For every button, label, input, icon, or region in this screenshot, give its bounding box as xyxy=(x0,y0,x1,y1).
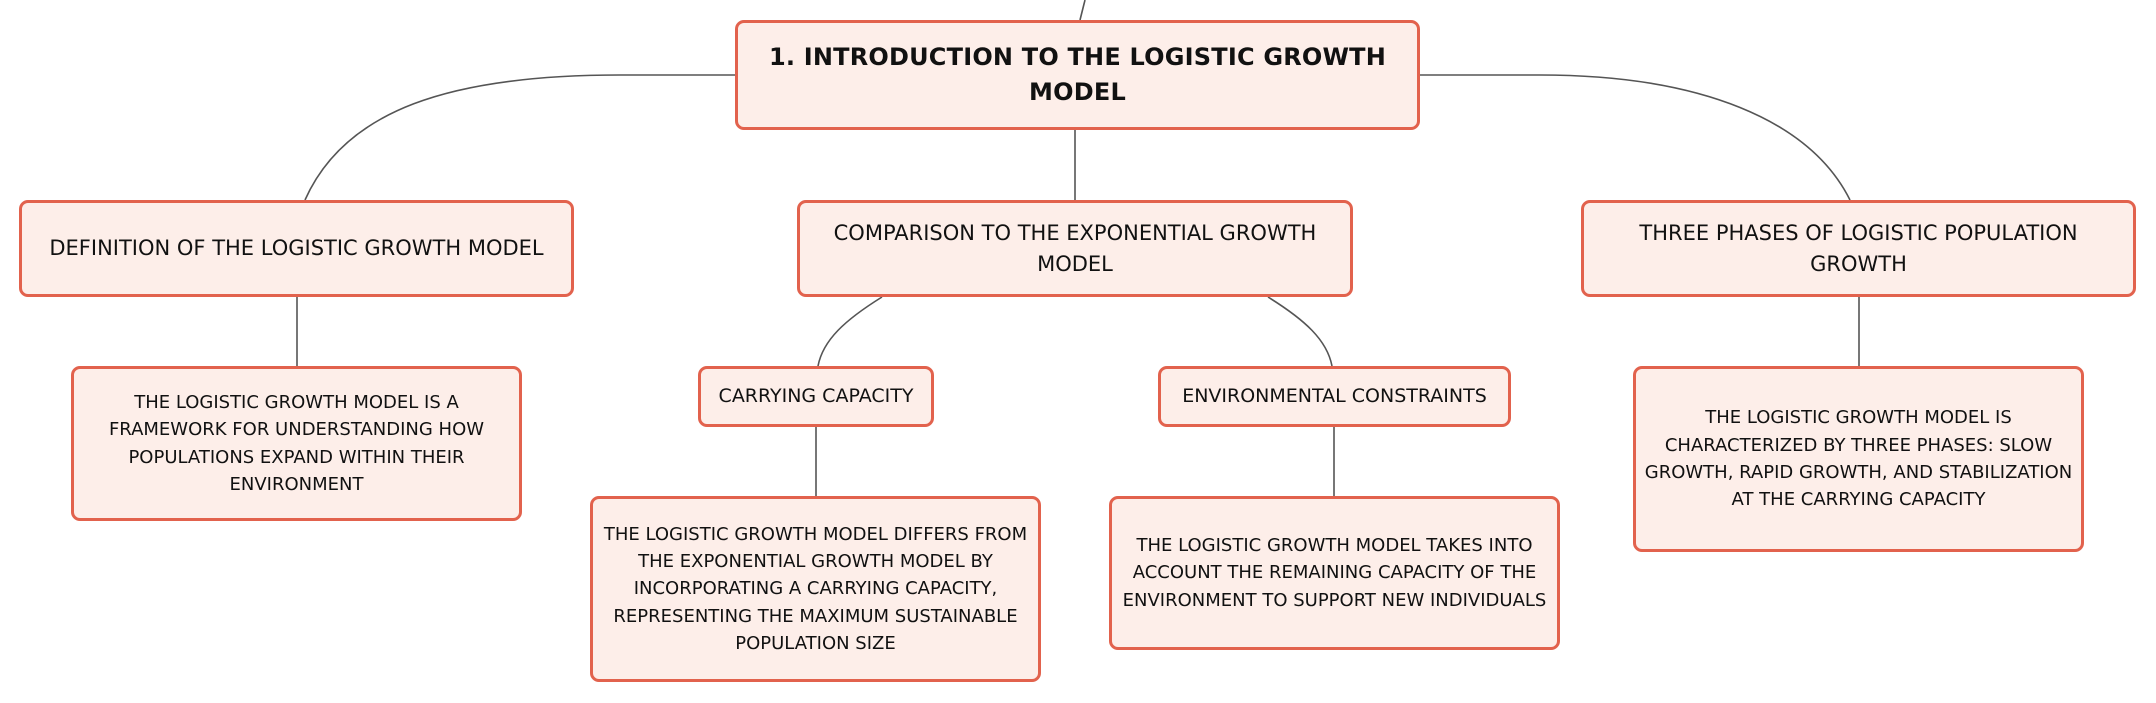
detail-phases-text: THE LOGISTIC GROWTH MODEL IS CHARACTERIZ… xyxy=(1644,407,2073,511)
topic-phases-label: THREE PHASES OF LOGISTIC POPULATION GROW… xyxy=(1639,221,2078,276)
topic-definition-node[interactable]: DEFINITION OF THE LOGISTIC GROWTH MODEL xyxy=(19,200,574,297)
detail-phases-node[interactable]: THE LOGISTIC GROWTH MODEL IS CHARACTERIZ… xyxy=(1633,366,2084,552)
connector-root-to-definition xyxy=(304,74,735,201)
topic-definition-label: DEFINITION OF THE LOGISTIC GROWTH MODEL xyxy=(49,236,544,261)
subtopic-carrying-capacity-label: CARRYING CAPACITY xyxy=(718,384,914,407)
detail-definition-node[interactable]: THE LOGISTIC GROWTH MODEL IS A FRAMEWORK… xyxy=(71,366,522,521)
topic-comparison-node[interactable]: COMPARISON TO THE EXPONENTIAL GROWTH MOD… xyxy=(797,200,1353,297)
connector-root-to-parent xyxy=(1079,0,1086,21)
topic-comparison-label: COMPARISON TO THE EXPONENTIAL GROWTH MOD… xyxy=(833,221,1317,276)
subtopic-carrying-capacity-node[interactable]: CARRYING CAPACITY xyxy=(698,366,934,427)
connector-root-to-phases xyxy=(1420,74,1851,201)
root-topic-label: 1. INTRODUCTION TO THE LOGISTIC GROWTH M… xyxy=(768,43,1387,106)
subtopic-environmental-constraints-node[interactable]: ENVIRONMENTAL CONSTRAINTS xyxy=(1158,366,1511,427)
topic-phases-node[interactable]: THREE PHASES OF LOGISTIC POPULATION GROW… xyxy=(1581,200,2136,297)
subtopic-environmental-constraints-label: ENVIRONMENTAL CONSTRAINTS xyxy=(1182,384,1487,407)
detail-carrying-capacity-text: THE LOGISTIC GROWTH MODEL DIFFERS FROM T… xyxy=(603,523,1028,655)
detail-carrying-capacity-node[interactable]: THE LOGISTIC GROWTH MODEL DIFFERS FROM T… xyxy=(590,496,1041,682)
connector-comparison-to-carrying-capacity xyxy=(817,296,883,367)
detail-definition-text: THE LOGISTIC GROWTH MODEL IS A FRAMEWORK… xyxy=(108,391,485,495)
detail-environmental-constraints-node[interactable]: THE LOGISTIC GROWTH MODEL TAKES INTO ACC… xyxy=(1109,496,1560,650)
root-topic-node[interactable]: 1. INTRODUCTION TO THE LOGISTIC GROWTH M… xyxy=(735,20,1420,130)
connector-comparison-to-environmental-constraints xyxy=(1267,296,1333,367)
detail-environmental-constraints-text: THE LOGISTIC GROWTH MODEL TAKES INTO ACC… xyxy=(1122,534,1547,611)
